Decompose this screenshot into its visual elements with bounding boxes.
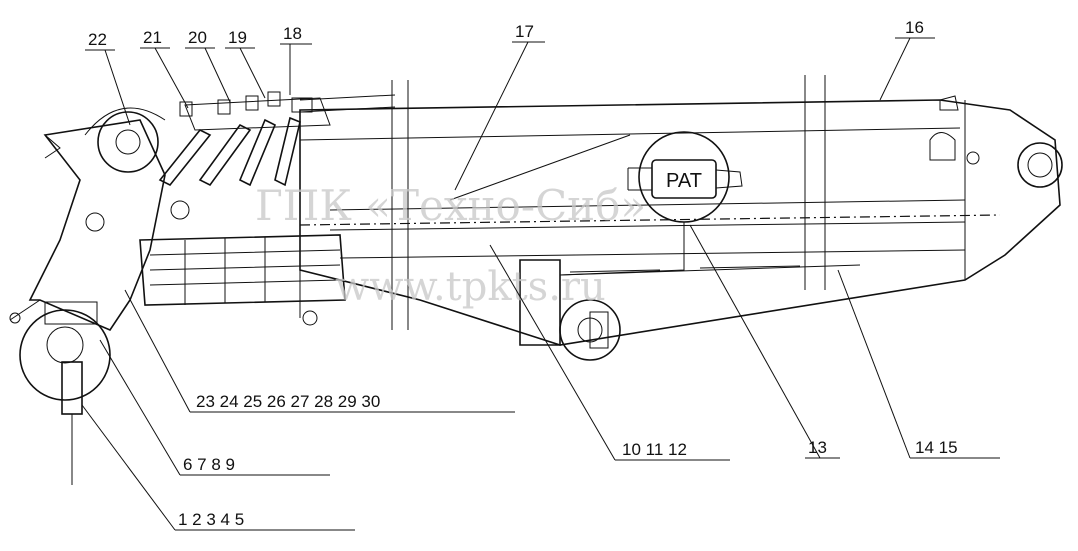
pat-drum <box>449 131 743 276</box>
callout-21: 21 <box>143 28 162 47</box>
callout-22: 22 <box>88 30 107 49</box>
callout-16: 16 <box>905 18 924 37</box>
callout-6-9: 6 7 8 9 <box>183 455 235 474</box>
callout-19: 19 <box>228 28 247 47</box>
valve-bank <box>139 91 396 326</box>
callout-13: 13 <box>808 438 827 457</box>
callout-14-15: 14 15 <box>915 438 958 457</box>
callout-23-30: 23 24 25 26 27 28 29 30 <box>196 392 380 411</box>
callout-20: 20 <box>188 28 207 47</box>
watermark-line-2: www.tpkts.ru <box>335 264 606 310</box>
callout-17: 17 <box>515 22 534 41</box>
device-label: PAT <box>666 170 702 192</box>
left-frame <box>9 107 166 485</box>
callout-10-12: 10 11 12 <box>622 440 687 459</box>
boom-body <box>299 75 1063 346</box>
watermark-line-1: ГПК «Техно-Сиб» <box>255 181 646 230</box>
pivot-support <box>519 259 861 361</box>
leader-lines <box>81 37 1000 531</box>
callout-18: 18 <box>283 24 302 43</box>
callout-1-5: 1 2 3 4 5 <box>178 510 244 529</box>
